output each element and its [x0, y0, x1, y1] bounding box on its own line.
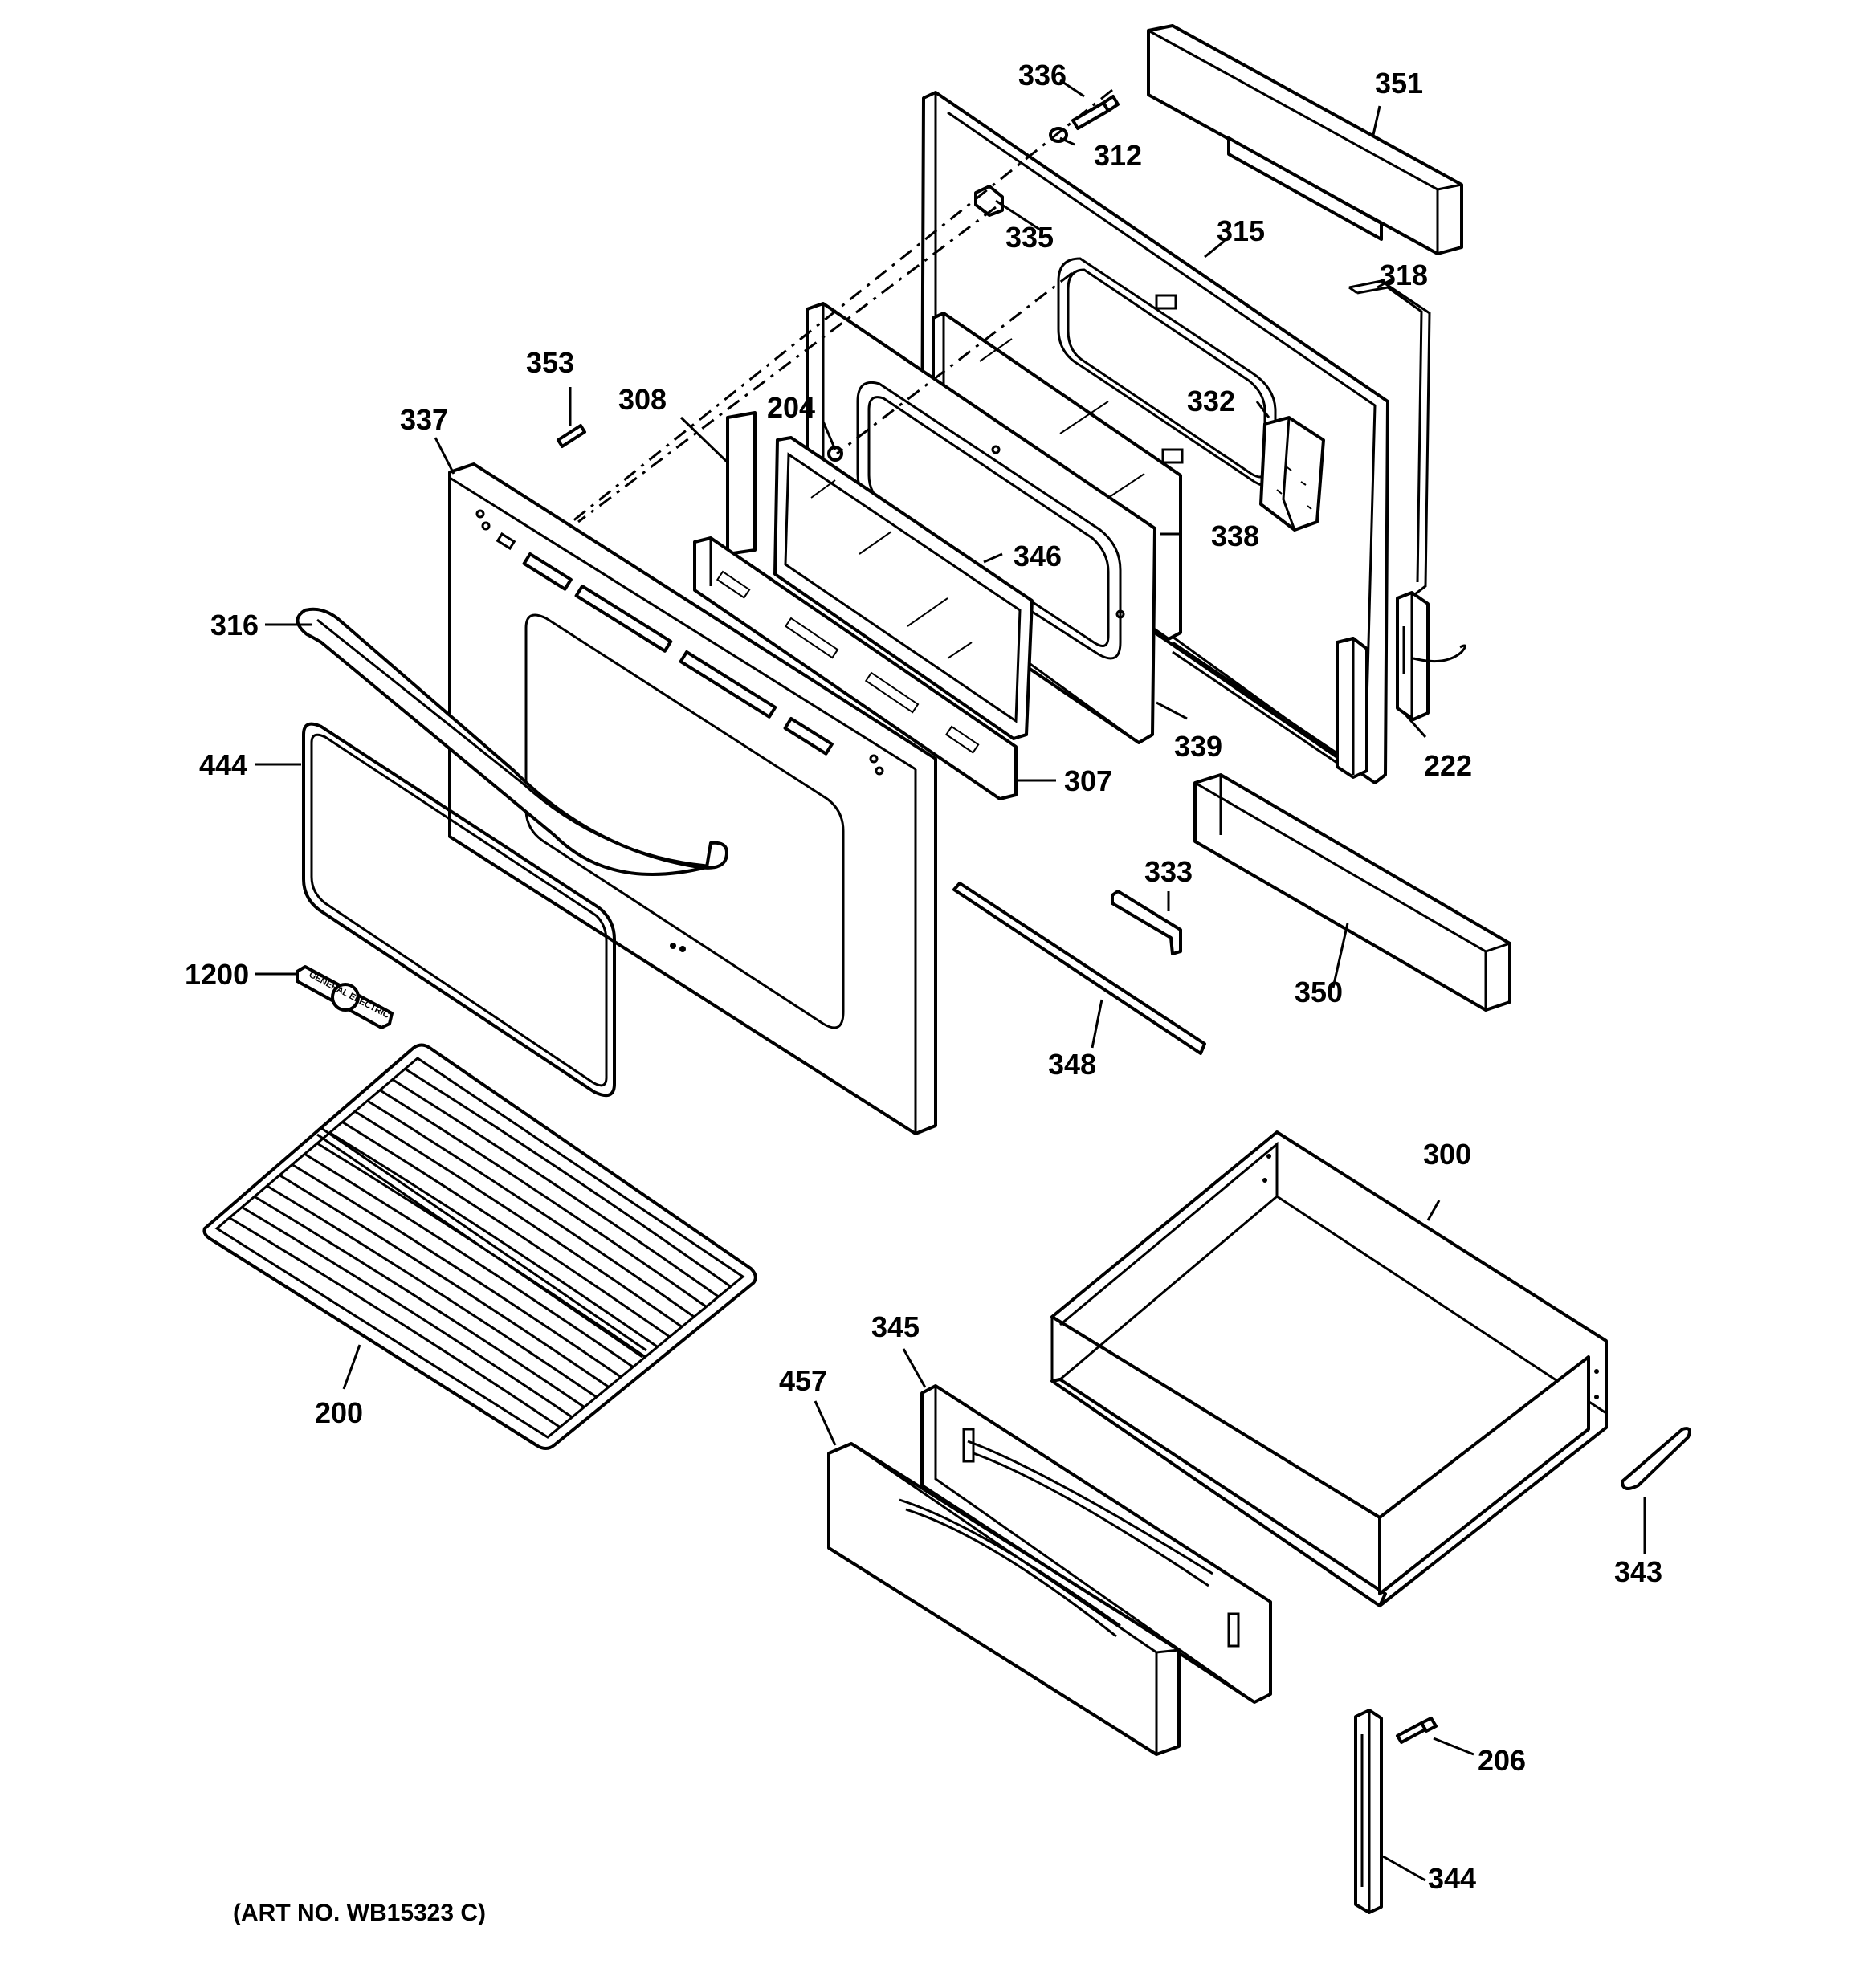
part-444-door-gasket: [302, 722, 616, 1098]
part-308-insulation-strip: [726, 411, 757, 556]
art-number: (ART NO. WB15323 C): [233, 1900, 486, 1926]
part-353-screw: [557, 424, 586, 448]
label-348: 348: [1048, 1048, 1096, 1081]
label-345: 345: [871, 1310, 920, 1343]
label-333: 333: [1144, 855, 1193, 888]
rack-wire: [354, 1110, 683, 1328]
label-353: 353: [526, 346, 574, 379]
label-337: 337: [400, 403, 448, 436]
part-318-door-gasket-strip: [1348, 279, 1431, 596]
label-332: 332: [1187, 385, 1235, 418]
label-206: 206: [1478, 1744, 1526, 1777]
part-343-drawer-clip: [1621, 1427, 1691, 1490]
rack-wire: [366, 1099, 695, 1318]
label-315: 315: [1217, 214, 1265, 247]
part-348-door-rail: [952, 882, 1206, 1055]
part-number-labels: 336 351 312 335 315 318 353 308 204 332 …: [185, 59, 1662, 1895]
part-316-door-handle: [296, 607, 728, 876]
label-335: 335: [1005, 221, 1054, 254]
part-307-vent-panel: [693, 536, 1018, 800]
label-307: 307: [1064, 764, 1112, 797]
rack-wire: [241, 1206, 573, 1419]
rack-wire: [254, 1195, 585, 1408]
rack-wire: [228, 1216, 561, 1428]
label-351: 351: [1375, 67, 1423, 100]
part-457-drawer-front: [827, 1442, 1181, 1756]
part-337-outer-door-panel: [448, 462, 937, 1135]
label-336: 336: [1018, 59, 1067, 92]
part-333-bracket: [1111, 890, 1182, 955]
part-206-screw: [1396, 1717, 1438, 1744]
assembly-lines: [571, 88, 1113, 523]
part-345-drawer-inner-panel: [920, 1384, 1272, 1704]
part-346-window-glass: [773, 436, 1034, 740]
rack-wire: [316, 1142, 646, 1359]
label-346: 346: [1014, 540, 1062, 572]
part-1200-badge: GENERAL ELECTRIC: [296, 965, 394, 1029]
label-316: 316: [210, 609, 259, 642]
part-332-insulation: [1259, 416, 1325, 532]
label-444: 444: [199, 748, 247, 781]
label-1200: 1200: [185, 958, 249, 991]
label-339: 339: [1174, 730, 1222, 763]
rack-wire: [266, 1184, 598, 1399]
label-338: 338: [1211, 519, 1259, 552]
rack-wire: [341, 1121, 671, 1338]
label-200: 200: [315, 1396, 363, 1429]
rack-wire: [279, 1174, 610, 1388]
rack-wire: [404, 1067, 732, 1288]
label-350: 350: [1295, 976, 1343, 1008]
leader-lines: [255, 79, 1646, 1882]
label-343: 343: [1614, 1555, 1662, 1588]
label-457: 457: [779, 1364, 827, 1397]
rack-wire: [304, 1152, 634, 1368]
rack-wire: [328, 1131, 659, 1348]
part-351-top-trim: [1147, 24, 1463, 255]
part-300-drawer-box: [1050, 1130, 1608, 1607]
part-200-oven-rack: [202, 1043, 757, 1450]
part-222-hinge: [1336, 591, 1466, 779]
label-344: 344: [1428, 1862, 1476, 1895]
label-318: 318: [1380, 259, 1428, 291]
rack-wire: [291, 1163, 622, 1379]
part-350-bottom-trim: [1193, 773, 1511, 1012]
label-308: 308: [618, 383, 667, 416]
rack-wire: [379, 1089, 708, 1308]
label-222: 222: [1424, 749, 1472, 782]
label-300: 300: [1423, 1138, 1471, 1171]
label-312: 312: [1094, 139, 1142, 172]
label-204: 204: [767, 391, 815, 424]
part-336-screw: [1071, 95, 1120, 130]
part-344-drawer-bracket: [1354, 1709, 1383, 1914]
rack-wire: [391, 1078, 720, 1298]
